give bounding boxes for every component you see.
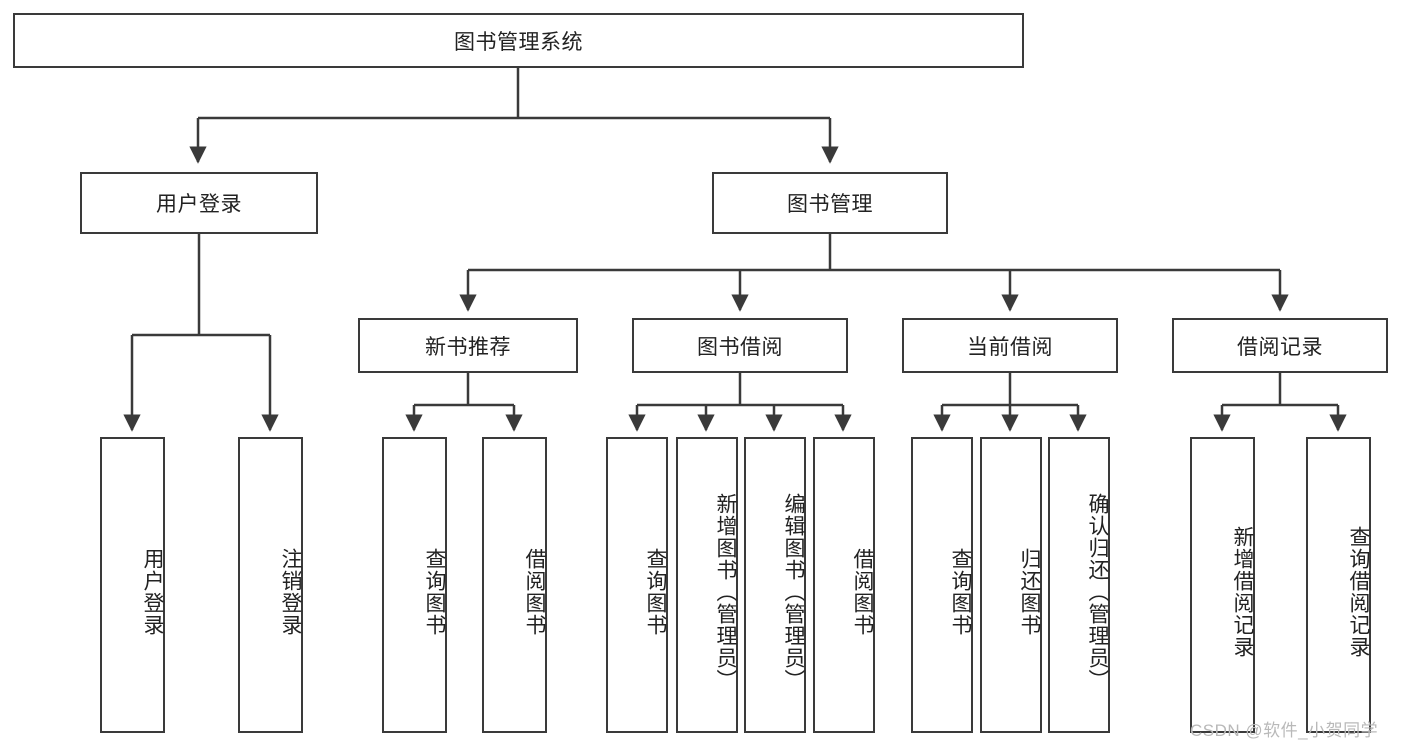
node-label: 归还图书 xyxy=(1018,548,1041,636)
node-label: 查询图书 xyxy=(949,548,972,636)
node-label: 图书借阅 xyxy=(697,335,783,359)
leaf-edit-book-admin[interactable]: 编辑图书（管理员） xyxy=(744,437,806,733)
leaf-add-book-admin[interactable]: 新增图书（管理员） xyxy=(676,437,738,733)
node-book-borrow[interactable]: 图书借阅 xyxy=(632,318,848,373)
leaf-borrow-book[interactable]: 借阅图书 xyxy=(813,437,875,733)
node-label: 用户登录 xyxy=(141,548,164,636)
node-current-borrow[interactable]: 当前借阅 xyxy=(902,318,1118,373)
node-root-book-management-system[interactable]: 图书管理系统 xyxy=(13,13,1024,68)
leaf-logout[interactable]: 注销登录 xyxy=(238,437,303,733)
node-label: 借阅图书 xyxy=(851,548,874,636)
node-label: 查询借阅记录 xyxy=(1347,526,1370,658)
leaf-query-book-current[interactable]: 查询图书 xyxy=(911,437,973,733)
leaf-query-borrow-record[interactable]: 查询借阅记录 xyxy=(1306,437,1371,733)
node-borrow-record[interactable]: 借阅记录 xyxy=(1172,318,1388,373)
node-label: 新书推荐 xyxy=(425,335,511,359)
leaf-return-book[interactable]: 归还图书 xyxy=(980,437,1042,733)
node-label: 确认归还（管理员） xyxy=(1086,493,1109,691)
node-label: 注销登录 xyxy=(279,548,302,636)
node-label: 新增图书（管理员） xyxy=(714,493,737,691)
node-label: 图书管理 xyxy=(787,193,873,216)
leaf-query-book-borrow[interactable]: 查询图书 xyxy=(606,437,668,733)
node-label: 新增借阅记录 xyxy=(1231,526,1254,658)
node-label: 借阅图书 xyxy=(523,548,546,636)
node-label: 当前借阅 xyxy=(967,335,1053,359)
node-label: 查询图书 xyxy=(644,548,667,636)
csdn-watermark: CSDN @软件_小贺同学 xyxy=(1190,721,1379,740)
node-label: 借阅记录 xyxy=(1237,335,1323,359)
leaf-borrow-book-recommend[interactable]: 借阅图书 xyxy=(482,437,547,733)
node-user-login[interactable]: 用户登录 xyxy=(80,172,318,234)
leaf-user-login[interactable]: 用户登录 xyxy=(100,437,165,733)
node-label: 用户登录 xyxy=(156,193,242,216)
node-new-book-recommend[interactable]: 新书推荐 xyxy=(358,318,578,373)
leaf-query-book-recommend[interactable]: 查询图书 xyxy=(382,437,447,733)
node-label: 编辑图书（管理员） xyxy=(782,493,805,691)
leaf-confirm-return-admin[interactable]: 确认归还（管理员） xyxy=(1048,437,1110,733)
node-book-management[interactable]: 图书管理 xyxy=(712,172,948,234)
node-label: 图书管理系统 xyxy=(454,30,583,54)
node-label: 查询图书 xyxy=(423,548,446,636)
leaf-add-borrow-record[interactable]: 新增借阅记录 xyxy=(1190,437,1255,733)
